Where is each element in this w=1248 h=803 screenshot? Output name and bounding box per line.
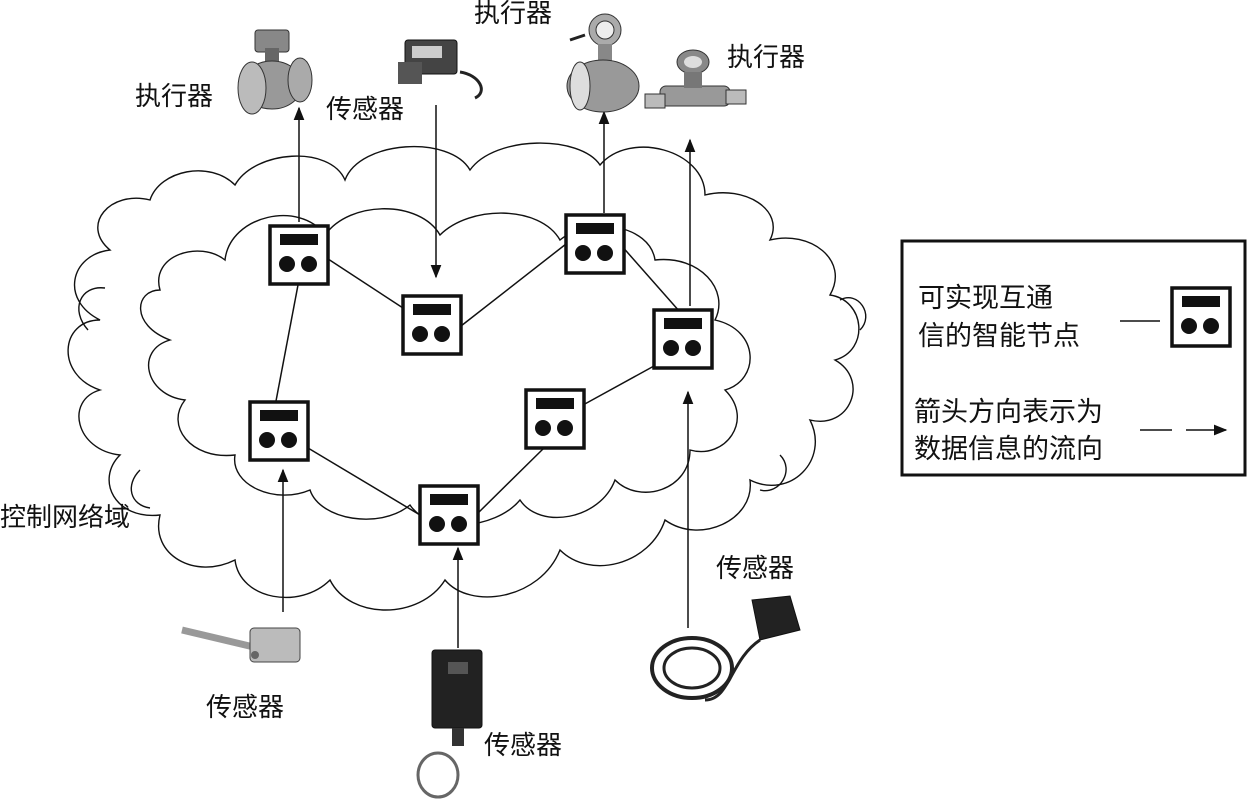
- label-actuator-right: 执行器: [727, 43, 805, 73]
- legend: 可实现互通 信的智能节点 箭头方向表示为 数据信息的流向: [900, 239, 1247, 477]
- node-links: [275, 243, 681, 516]
- data-flow-arrows: [277, 105, 696, 648]
- label-actuator-mid: 执行器: [474, 0, 552, 29]
- legend-node-line2: 信的智能节点: [918, 321, 1080, 352]
- label-sensor-right: 传感器: [716, 554, 794, 584]
- legend-arrow-line1: 箭头方向表示为: [914, 397, 1103, 428]
- link-2-3: [460, 243, 567, 327]
- valve-actuator-icon: [237, 29, 313, 115]
- link-6-7: [475, 446, 546, 516]
- smart-node-6: [418, 484, 480, 546]
- smart-node-3: [564, 213, 626, 275]
- label-sensor-top: 传感器: [326, 95, 404, 125]
- legend-node-icon: [1170, 286, 1232, 348]
- legend-node-line1: 可实现互通: [918, 283, 1053, 314]
- smart-node-4: [652, 308, 714, 370]
- flowmeter-actuator-icon: [566, 13, 640, 113]
- photoelectric-sensor-icon: [416, 649, 483, 799]
- legend-frame: [900, 239, 1247, 477]
- legend-arrow-line2: 数据信息的流向: [914, 434, 1103, 465]
- link-1-5: [275, 284, 299, 402]
- link-7-4: [582, 365, 655, 406]
- link-1-2: [321, 254, 404, 309]
- network-cloud: [67, 142, 867, 611]
- label-sensor-bottom-mid: 传感器: [484, 731, 562, 761]
- float-switch-sensor-icon: [650, 595, 801, 702]
- water-meter-actuator-icon: [644, 49, 747, 109]
- smart-node-2: [401, 294, 463, 356]
- label-domain: 控制网络域: [0, 503, 130, 533]
- label-actuator-left: 执行器: [135, 82, 213, 112]
- smart-node-5: [248, 400, 310, 462]
- smart-node-1: [268, 224, 330, 286]
- link-5-6: [307, 447, 421, 516]
- temperature-probe-sensor-icon: [181, 626, 301, 663]
- link-3-4: [619, 243, 681, 313]
- motor-sensor-icon: [398, 39, 483, 100]
- smart-node-7: [524, 388, 586, 450]
- label-sensor-bottom-left: 传感器: [206, 693, 284, 723]
